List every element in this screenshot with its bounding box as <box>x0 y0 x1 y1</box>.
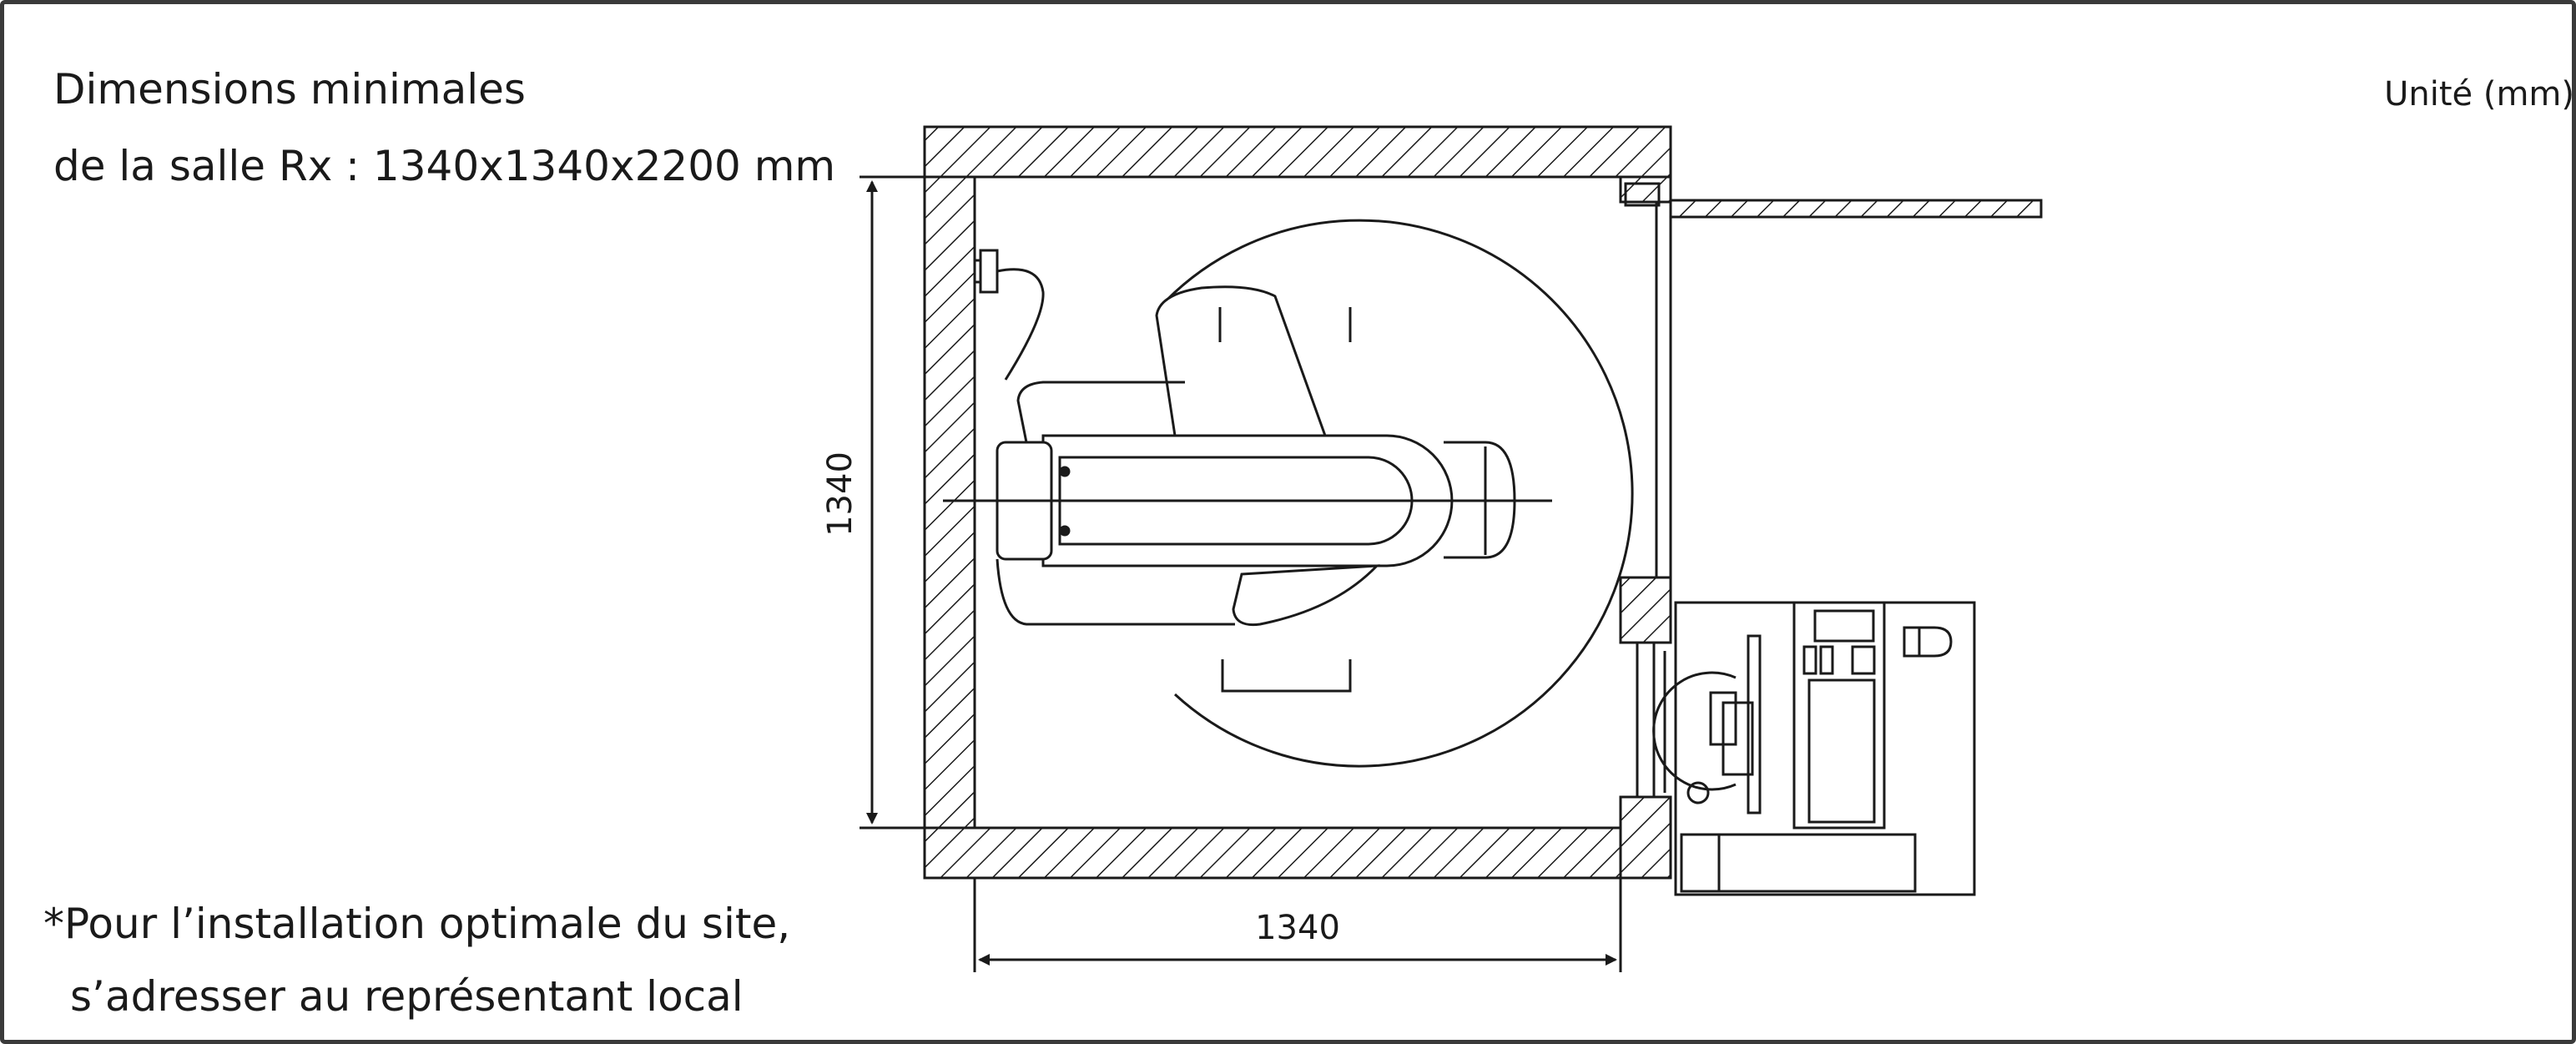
corridor-wall <box>1669 199 2043 219</box>
control-station <box>1652 601 1976 896</box>
rotation-arc <box>1158 219 1634 768</box>
left-wall <box>923 175 976 880</box>
room-title-line1: Dimensions minimales <box>53 65 526 113</box>
monitor-panel <box>1792 601 1886 830</box>
mouse <box>1686 781 1710 804</box>
room-title-line2: de la salle Rx : 1340x1340x2200 mm <box>53 142 836 190</box>
keyboard <box>1747 634 1762 815</box>
doorway-jamb-lower <box>1619 795 1672 880</box>
width-dimension-label: 1340 <box>1255 909 1340 947</box>
right-wall-upper <box>1619 175 1672 204</box>
door-frame <box>1624 182 1672 799</box>
height-dimension <box>860 175 925 830</box>
top-wall <box>923 125 1672 179</box>
height-dimension-label: 1340 <box>821 451 860 537</box>
installation-note-line2: s’adresser au représentant local <box>70 972 744 1021</box>
installation-note-line1: *Pour l’installation optimale du site, <box>43 900 791 948</box>
room-walls <box>923 125 2043 880</box>
doorway-jamb-upper <box>1619 576 1672 644</box>
bottom-wall <box>923 826 1626 880</box>
desk-drawer <box>1680 833 1917 893</box>
desk <box>1674 601 1976 896</box>
width-dimension <box>973 878 1622 972</box>
unit-label: Unité (mm) <box>2384 75 2574 113</box>
chair <box>1652 671 1737 791</box>
xray-unit-plan <box>943 219 1634 768</box>
